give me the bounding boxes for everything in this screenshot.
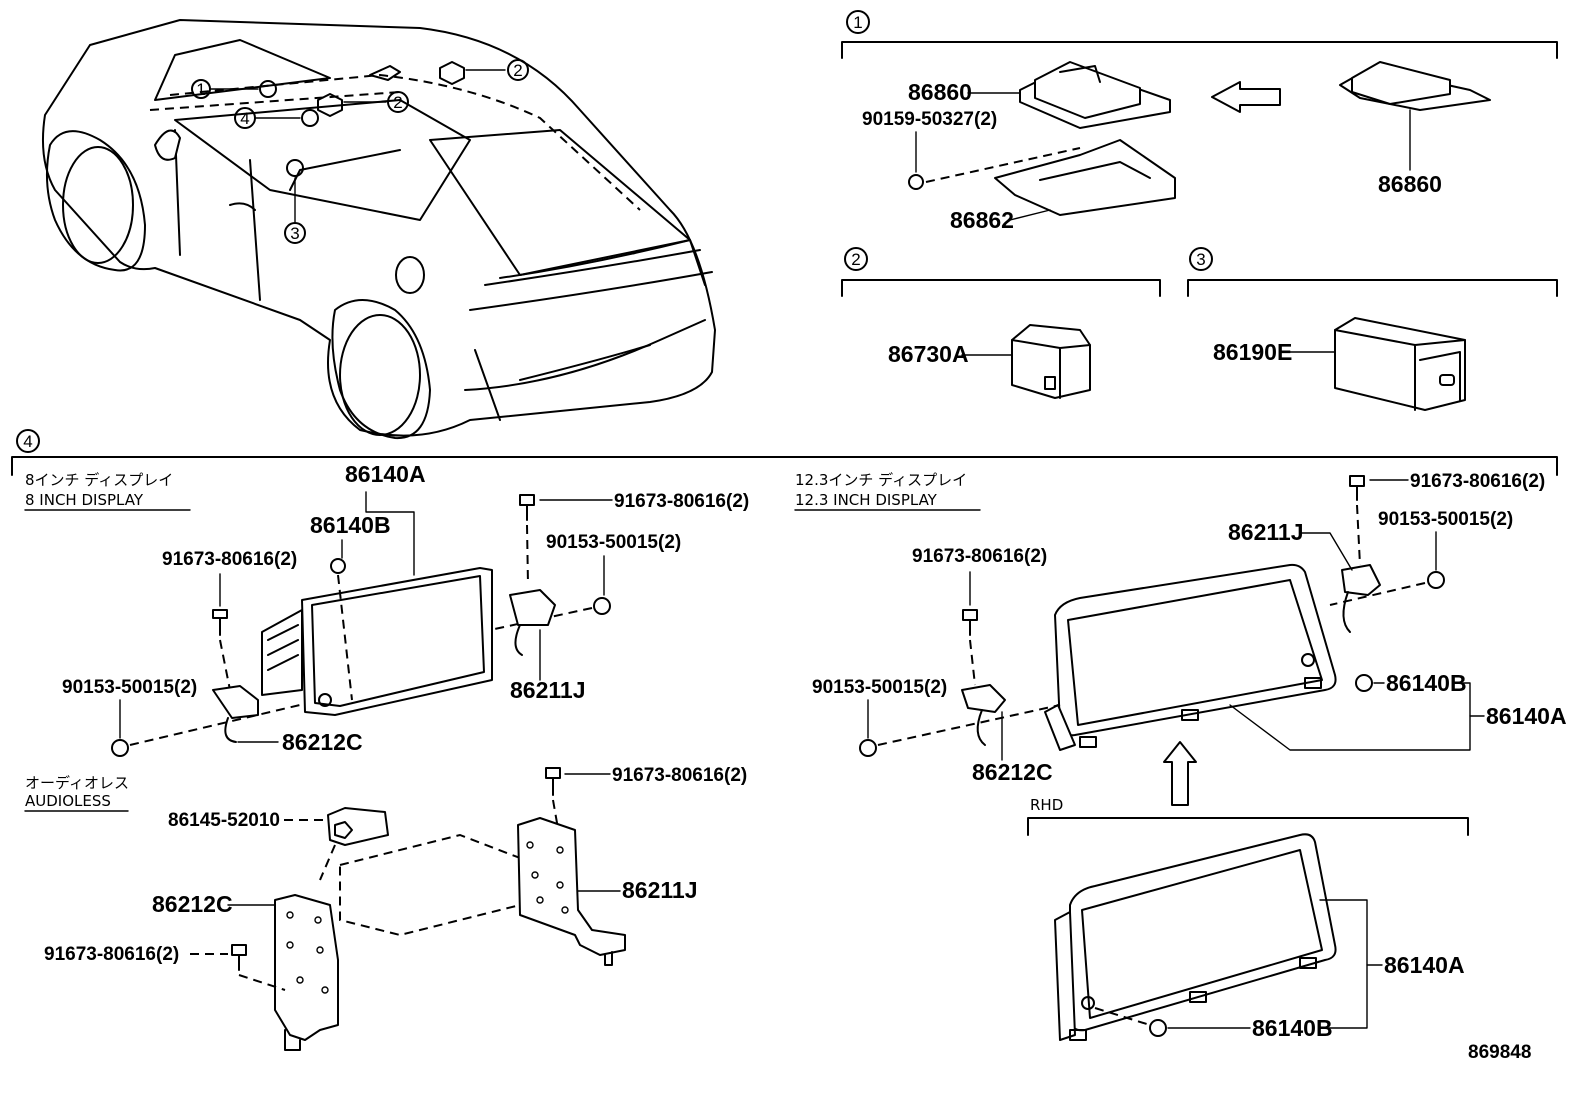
callout-4: 4 — [23, 432, 32, 451]
bolt-91673-80616-8in-right: 91673-80616(2) — [614, 491, 749, 512]
bolt-91673-80616-audioless-left: 91673-80616(2) — [44, 944, 179, 965]
module-86145-52010: 86145-52010 — [168, 810, 280, 831]
rhd-label: RHD — [1030, 796, 1063, 814]
callout-1-car: 1 — [196, 80, 205, 99]
bracket-86212C-12in: 86212C — [972, 759, 1053, 785]
twelve-inch-display-group: 12.3インチ ディスプレイ 12.3 INCH DISPLAY 91673-8… — [794, 471, 1567, 1041]
callout-3: 3 — [1196, 250, 1205, 269]
display-86140A-12in: 86140A — [1486, 703, 1567, 729]
nut-90153-50015-8in-right: 90153-50015(2) — [546, 532, 681, 553]
part-86860: 86860 — [908, 79, 972, 105]
eight-inch-display-group: 8インチ ディスプレイ 8 INCH DISPLAY 86140A 86140B… — [24, 461, 749, 757]
twelve-inch-title-jp: 12.3インチ ディスプレイ — [795, 471, 967, 489]
catalog-number: 869848 — [1468, 1042, 1531, 1063]
bracket-86211J-12in: 86211J — [1228, 519, 1303, 545]
section-4: 4 — [11, 429, 1558, 476]
eight-inch-title-en: 8 INCH DISPLAY — [25, 491, 144, 509]
audioless-group: オーディオレス AUDIOLESS 86145-52010 86212C 916… — [24, 765, 747, 1051]
callout-2: 2 — [851, 250, 860, 269]
cap-86140B-12in: 86140B — [1386, 670, 1467, 696]
callout-3-car: 3 — [290, 224, 299, 243]
bracket-86212C-8in: 86212C — [282, 729, 363, 755]
part-90159-50327: 90159-50327(2) — [862, 109, 997, 130]
nut-90153-50015-8in-left: 90153-50015(2) — [62, 677, 197, 698]
display-86140A-rhd: 86140A — [1384, 952, 1465, 978]
callout-2-car-b: 2 — [513, 61, 522, 80]
section-3: 3 86190E — [1187, 247, 1558, 411]
audioless-title-en: AUDIOLESS — [25, 792, 111, 810]
part-86730A: 86730A — [888, 341, 969, 367]
section-2: 2 86730A — [841, 247, 1161, 399]
bolt-91673-80616-8in-left: 91673-80616(2) — [162, 549, 297, 570]
nut-90153-50015-12in-left: 90153-50015(2) — [812, 677, 947, 698]
callout-1: 1 — [853, 13, 862, 32]
part-86140A-8in: 86140A — [345, 461, 426, 487]
eight-inch-title-jp: 8インチ ディスプレイ — [25, 471, 173, 489]
bolt-91673-80616-audioless-right: 91673-80616(2) — [612, 765, 747, 786]
nut-90153-50015-12in-top: 90153-50015(2) — [1378, 509, 1513, 530]
bolt-91673-80616-12in-left: 91673-80616(2) — [912, 546, 1047, 567]
part-86862: 86862 — [950, 207, 1014, 233]
audioless-title-jp: オーディオレス — [25, 774, 129, 792]
part-86140B-8in: 86140B — [310, 512, 391, 538]
part-86860-alt: 86860 — [1378, 171, 1442, 197]
twelve-inch-title-en: 12.3 INCH DISPLAY — [795, 491, 938, 509]
bracket-86211J-8in: 86211J — [510, 677, 585, 703]
cap-86140B-rhd: 86140B — [1252, 1015, 1333, 1041]
car-overview: 1 2 2 4 3 — [42, 19, 716, 440]
section-1: 1 86860 90159-50327(2) 86862 86860 — [841, 10, 1558, 233]
part-86190E: 86190E — [1213, 339, 1292, 365]
callout-4-car: 4 — [240, 109, 249, 128]
bolt-91673-80616-12in-top: 91673-80616(2) — [1410, 471, 1545, 492]
bracket-86211J-audioless: 86211J — [622, 877, 697, 903]
bracket-86212C-audioless: 86212C — [152, 891, 233, 917]
callout-2-car-a: 2 — [393, 93, 402, 112]
